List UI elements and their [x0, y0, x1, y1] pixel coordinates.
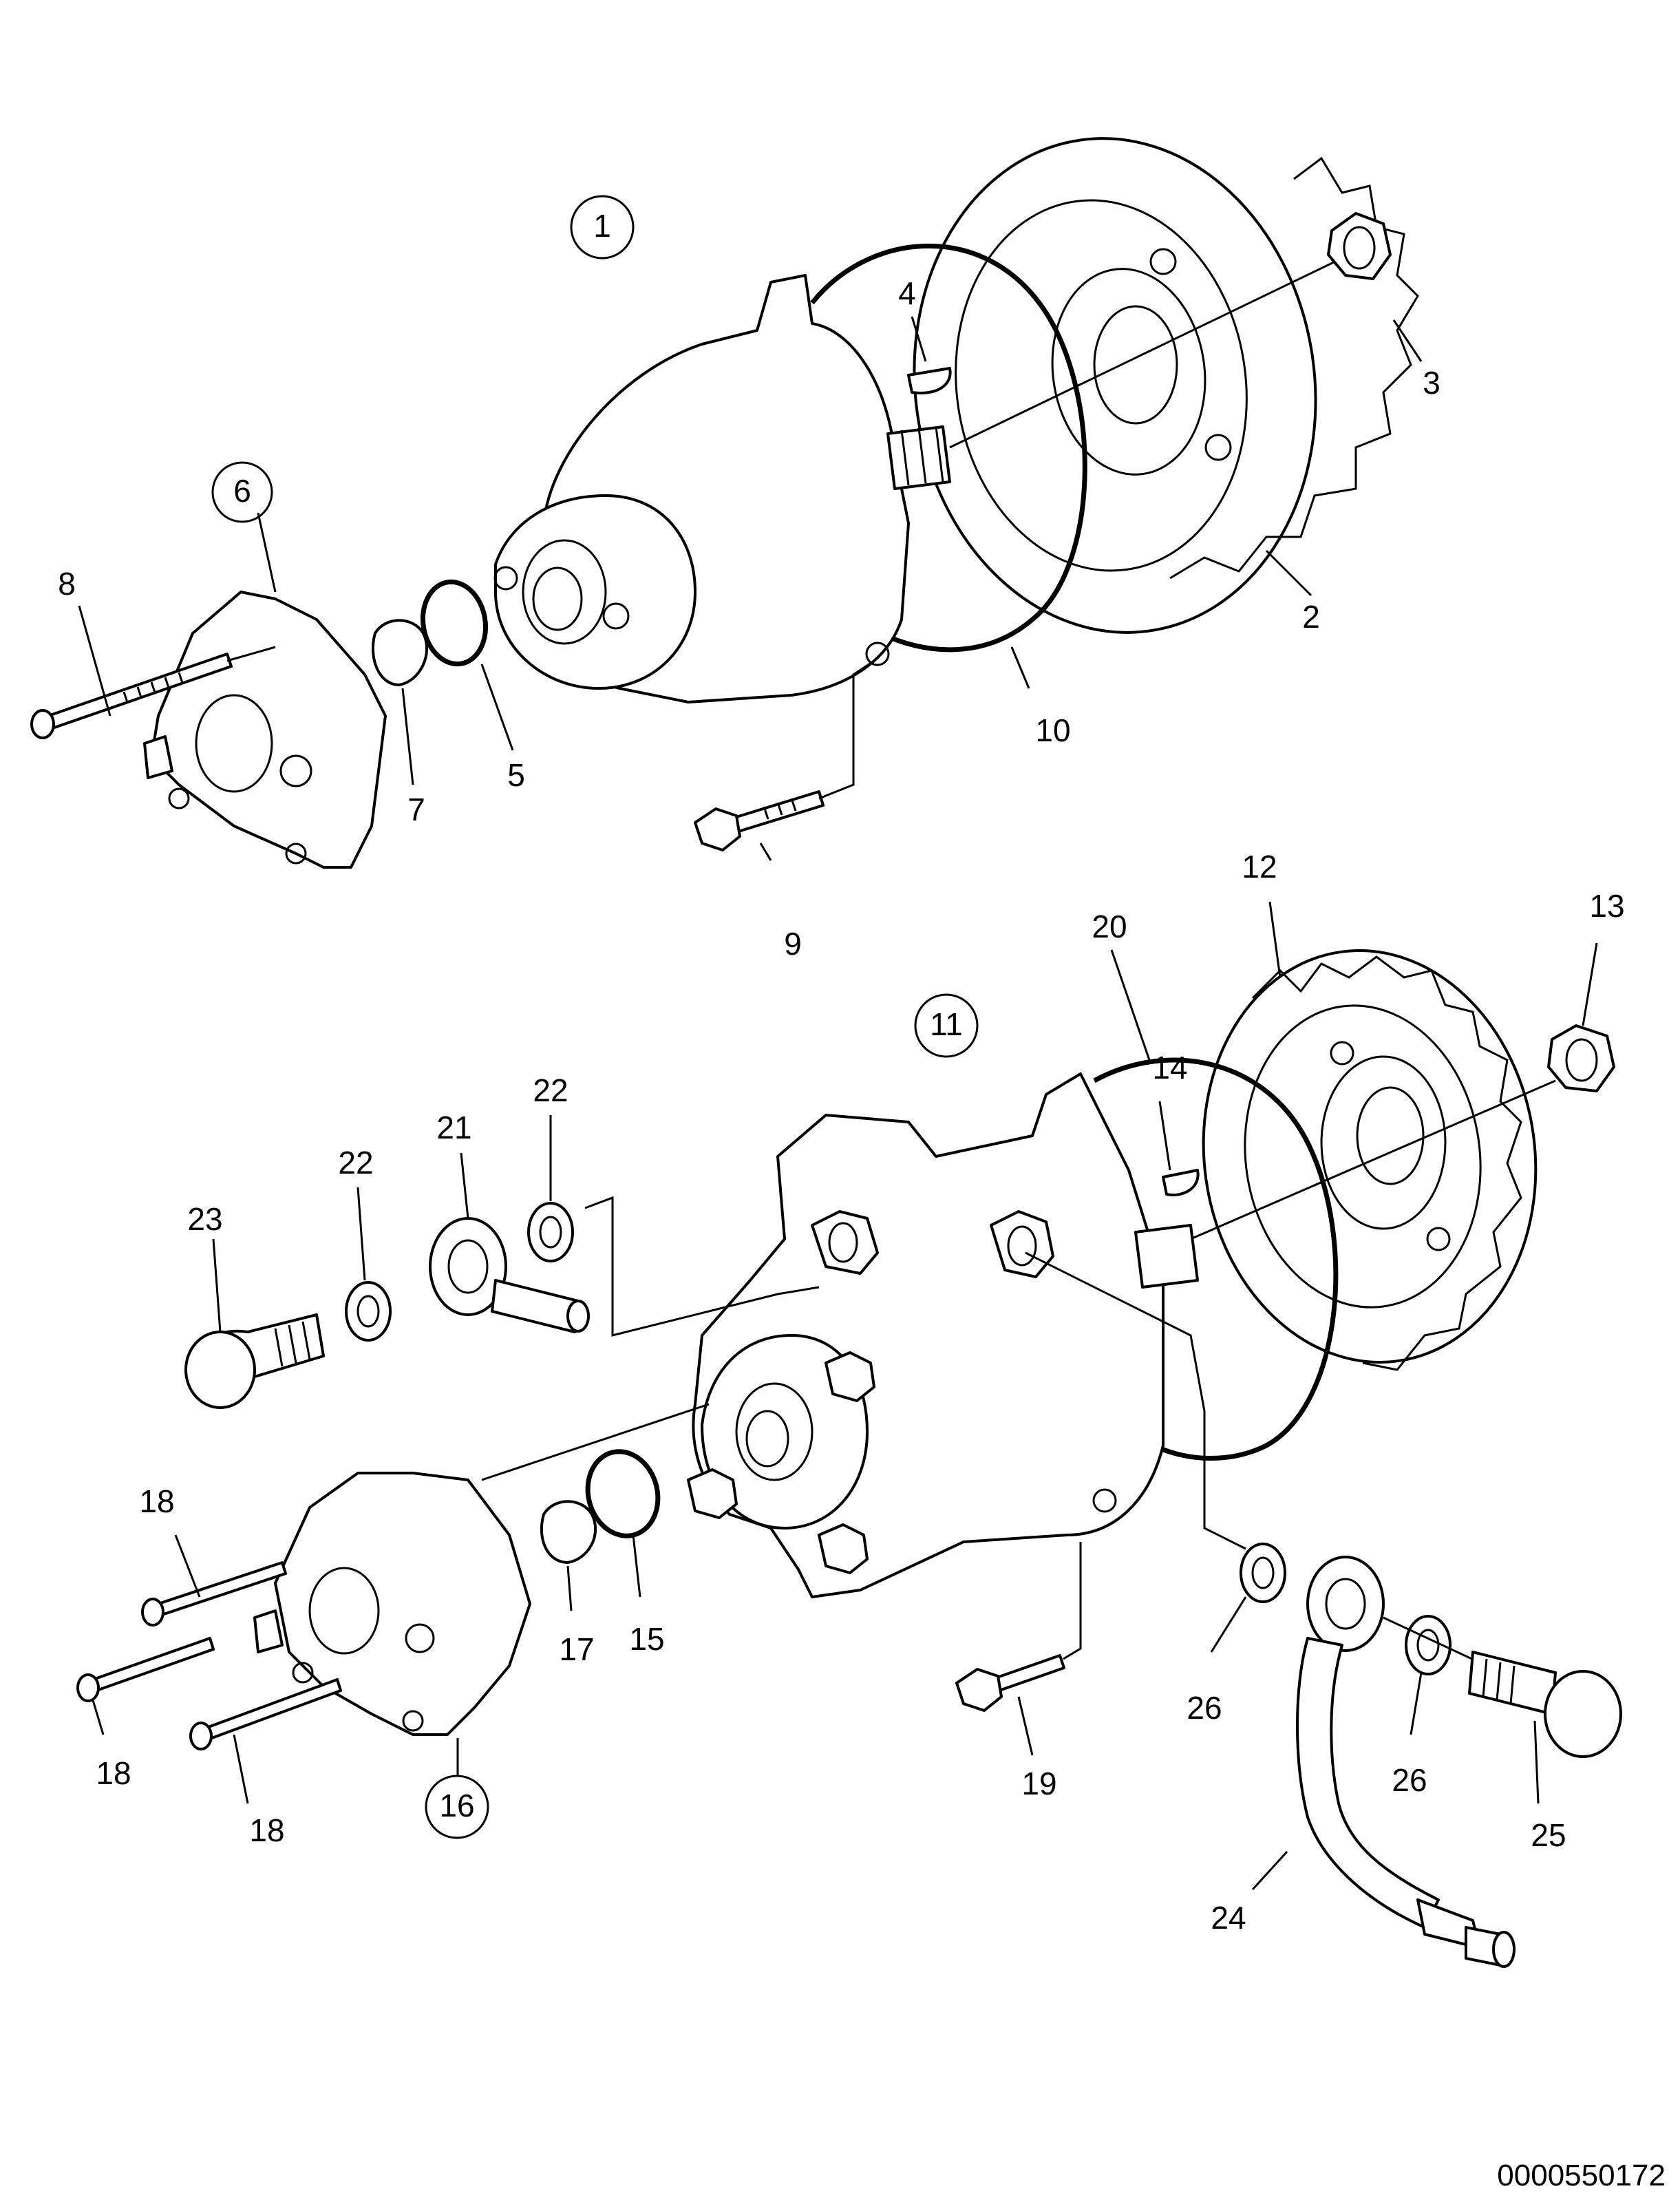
bolt-19	[955, 1542, 1082, 1712]
gear-nut-3	[1327, 212, 1392, 280]
callout-13: 13	[1589, 888, 1624, 924]
callout-23: 23	[187, 1201, 222, 1237]
callout-22-left: 22	[338, 1145, 373, 1181]
callout-26-left: 26	[1187, 1690, 1222, 1726]
woodruff-key-4	[907, 367, 952, 394]
callout-18-bottom: 18	[249, 1812, 284, 1848]
callout-17: 17	[559, 1631, 594, 1667]
callout-4: 4	[898, 275, 916, 311]
callout-circle-16	[425, 1775, 489, 1839]
bolt-18a	[141, 1561, 287, 1627]
callout-6: 6	[233, 473, 251, 509]
oil-pipe-24	[1296, 1556, 1516, 1968]
callout-20: 20	[1092, 909, 1127, 944]
washer-22b	[527, 1202, 574, 1262]
callout-2: 2	[1302, 599, 1320, 635]
coupling-17	[540, 1500, 597, 1564]
lower-assembly	[76, 949, 1622, 1968]
upper-assembly	[30, 137, 1419, 869]
callout-19: 19	[1021, 1766, 1056, 1801]
callout-5: 5	[507, 757, 525, 793]
callout-9: 9	[784, 926, 802, 962]
callout-14: 14	[1152, 1050, 1187, 1086]
callout-circle-1	[570, 195, 635, 260]
callout-7: 7	[407, 792, 425, 827]
gasket-20	[1093, 1057, 1339, 1461]
woodruff-key-14	[1162, 1169, 1200, 1196]
bolt-18c	[189, 1678, 342, 1750]
banjo-bolt-25	[1468, 1651, 1622, 1758]
washer-26b	[1405, 1615, 1452, 1675]
callout-16: 16	[439, 1788, 474, 1823]
callout-18-left: 18	[96, 1755, 131, 1791]
callout-22-right: 22	[533, 1072, 568, 1108]
bolt-9	[694, 659, 875, 851]
callout-18-top: 18	[139, 1483, 174, 1519]
drive-gear-12	[1202, 949, 1538, 1371]
bolt-8	[30, 653, 233, 739]
callout-10: 10	[1035, 712, 1070, 748]
callouts: 1 2 3 4 5 6 7 8 9 10 11 12 13 14 15 16 1…	[58, 195, 1625, 1936]
callout-circle-11	[914, 993, 979, 1058]
drive-gear-2	[913, 137, 1419, 634]
pump-cover-6	[143, 591, 387, 869]
callout-8: 8	[58, 566, 76, 602]
callout-1: 1	[593, 208, 611, 244]
pump-body-1	[493, 274, 951, 703]
washer-22a	[345, 1281, 392, 1342]
washer-26a	[1240, 1543, 1286, 1603]
banjo-bolt-23	[184, 1313, 325, 1409]
pump-cover-16	[253, 1472, 531, 1736]
callout-26-right: 26	[1392, 1762, 1427, 1798]
callout-12: 12	[1242, 849, 1277, 885]
o-ring-5	[420, 579, 489, 667]
bolt-18b	[76, 1637, 215, 1702]
banjo-fitting-21	[429, 1217, 590, 1333]
coupling-7	[371, 619, 428, 686]
callout-21: 21	[436, 1110, 471, 1145]
o-ring-10	[810, 243, 1087, 653]
document-id: 0000550172	[1497, 2159, 1666, 2192]
callout-25: 25	[1531, 1817, 1566, 1853]
leader-lines	[78, 316, 1598, 1891]
callout-11: 11	[930, 1006, 963, 1042]
pump-body-11	[687, 1072, 1199, 1598]
callout-3: 3	[1423, 365, 1440, 401]
callout-circle-6	[211, 461, 273, 523]
callout-24: 24	[1211, 1900, 1246, 1936]
gear-nut-13	[1547, 1024, 1615, 1092]
callout-15: 15	[629, 1621, 664, 1657]
